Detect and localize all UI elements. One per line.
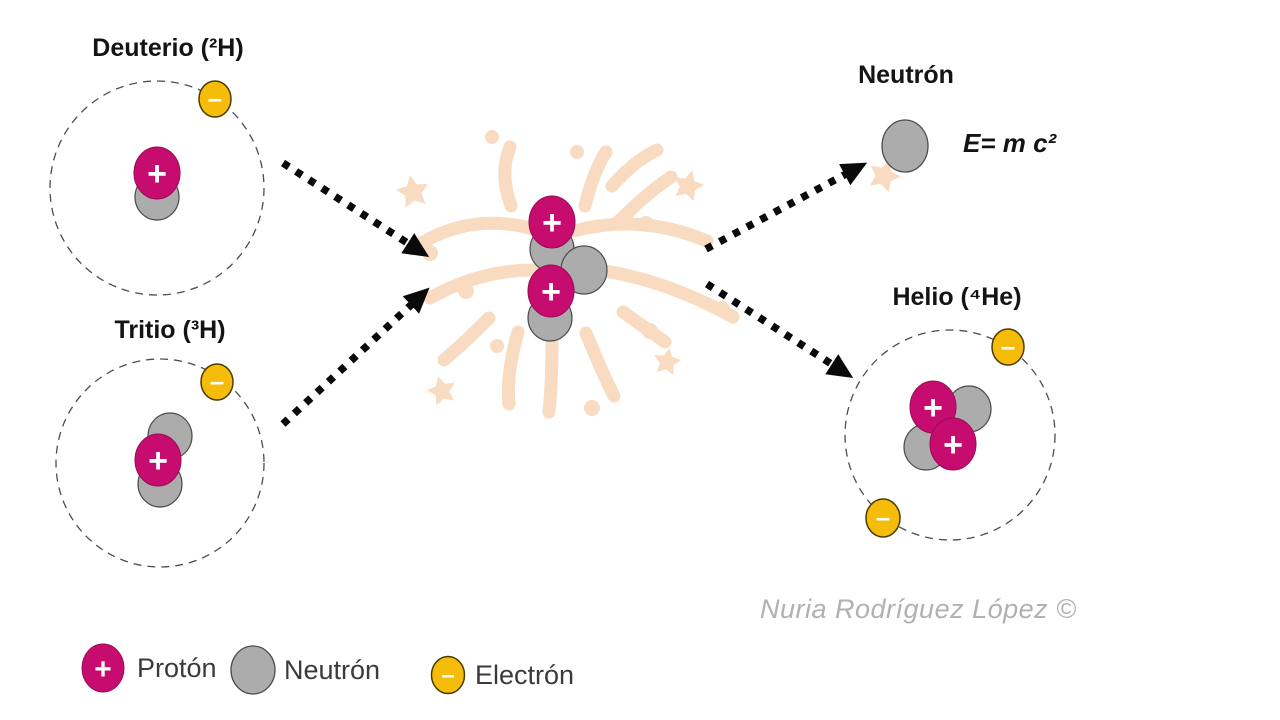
helium-label: Helio (⁴He): [892, 283, 1022, 311]
arrow-fusion-to-helium: [704, 280, 854, 378]
explosion-dots: [422, 130, 730, 416]
arrow-tritium-to-fusion: [280, 287, 430, 427]
svg-text:+: +: [148, 442, 168, 480]
svg-text:+: +: [541, 273, 561, 311]
legend-label-electron: Electrón: [475, 659, 575, 690]
electron-particle: –: [200, 363, 234, 401]
electron-particle: –: [991, 328, 1025, 366]
author-attribution: Nuria Rodríguez López ©: [760, 594, 1077, 624]
arrow-deuterium-to-fusion: [280, 159, 430, 257]
fusion-nucleus-cluster: + +: [527, 195, 608, 342]
tritium-label: Tritio (³H): [114, 316, 226, 344]
legend-label-proton: Protón: [137, 652, 217, 683]
mass-energy-equation: E= m c²: [963, 128, 1057, 158]
deuterium-orbit: [49, 80, 265, 296]
proton-particle: +: [134, 433, 182, 487]
proton-particle: +: [929, 417, 977, 471]
legend-label-neutron: Neutrón: [284, 654, 381, 685]
proton-particle: +: [528, 195, 576, 249]
svg-text:+: +: [923, 389, 943, 427]
proton-particle: +: [527, 264, 575, 318]
legend-item-proton: + Protón: [81, 641, 217, 695]
electron-icon: –: [430, 655, 466, 695]
proton-icon: +: [81, 643, 125, 693]
legend-item-electron: – Electrón: [430, 648, 574, 702]
neutron-label: Neutrón: [858, 61, 954, 89]
svg-text:+: +: [147, 155, 167, 193]
helium-orbit: [844, 329, 1056, 541]
proton-particle: +: [133, 146, 181, 200]
helium-atom: + + – –: [844, 328, 1056, 541]
svg-text:–: –: [441, 662, 454, 689]
deuterium-atom: + –: [49, 80, 265, 296]
svg-text:–: –: [208, 83, 222, 113]
tritium-atom: + –: [55, 358, 265, 568]
arrow-fusion-to-neutron: [704, 162, 868, 253]
tritium-orbit: [55, 358, 265, 568]
legend-item-neutron: Neutrón: [230, 643, 380, 697]
deuterium-label: Deuterio (²H): [92, 34, 244, 62]
svg-text:–: –: [1001, 331, 1015, 361]
free-neutron-particle: [881, 119, 929, 173]
electron-particle: –: [865, 498, 901, 538]
svg-text:+: +: [94, 653, 112, 686]
svg-text:+: +: [943, 426, 963, 464]
svg-text:–: –: [210, 366, 224, 396]
electron-particle: –: [198, 80, 232, 118]
svg-text:–: –: [876, 502, 890, 532]
svg-text:+: +: [542, 204, 562, 242]
neutron-icon: [230, 645, 276, 695]
